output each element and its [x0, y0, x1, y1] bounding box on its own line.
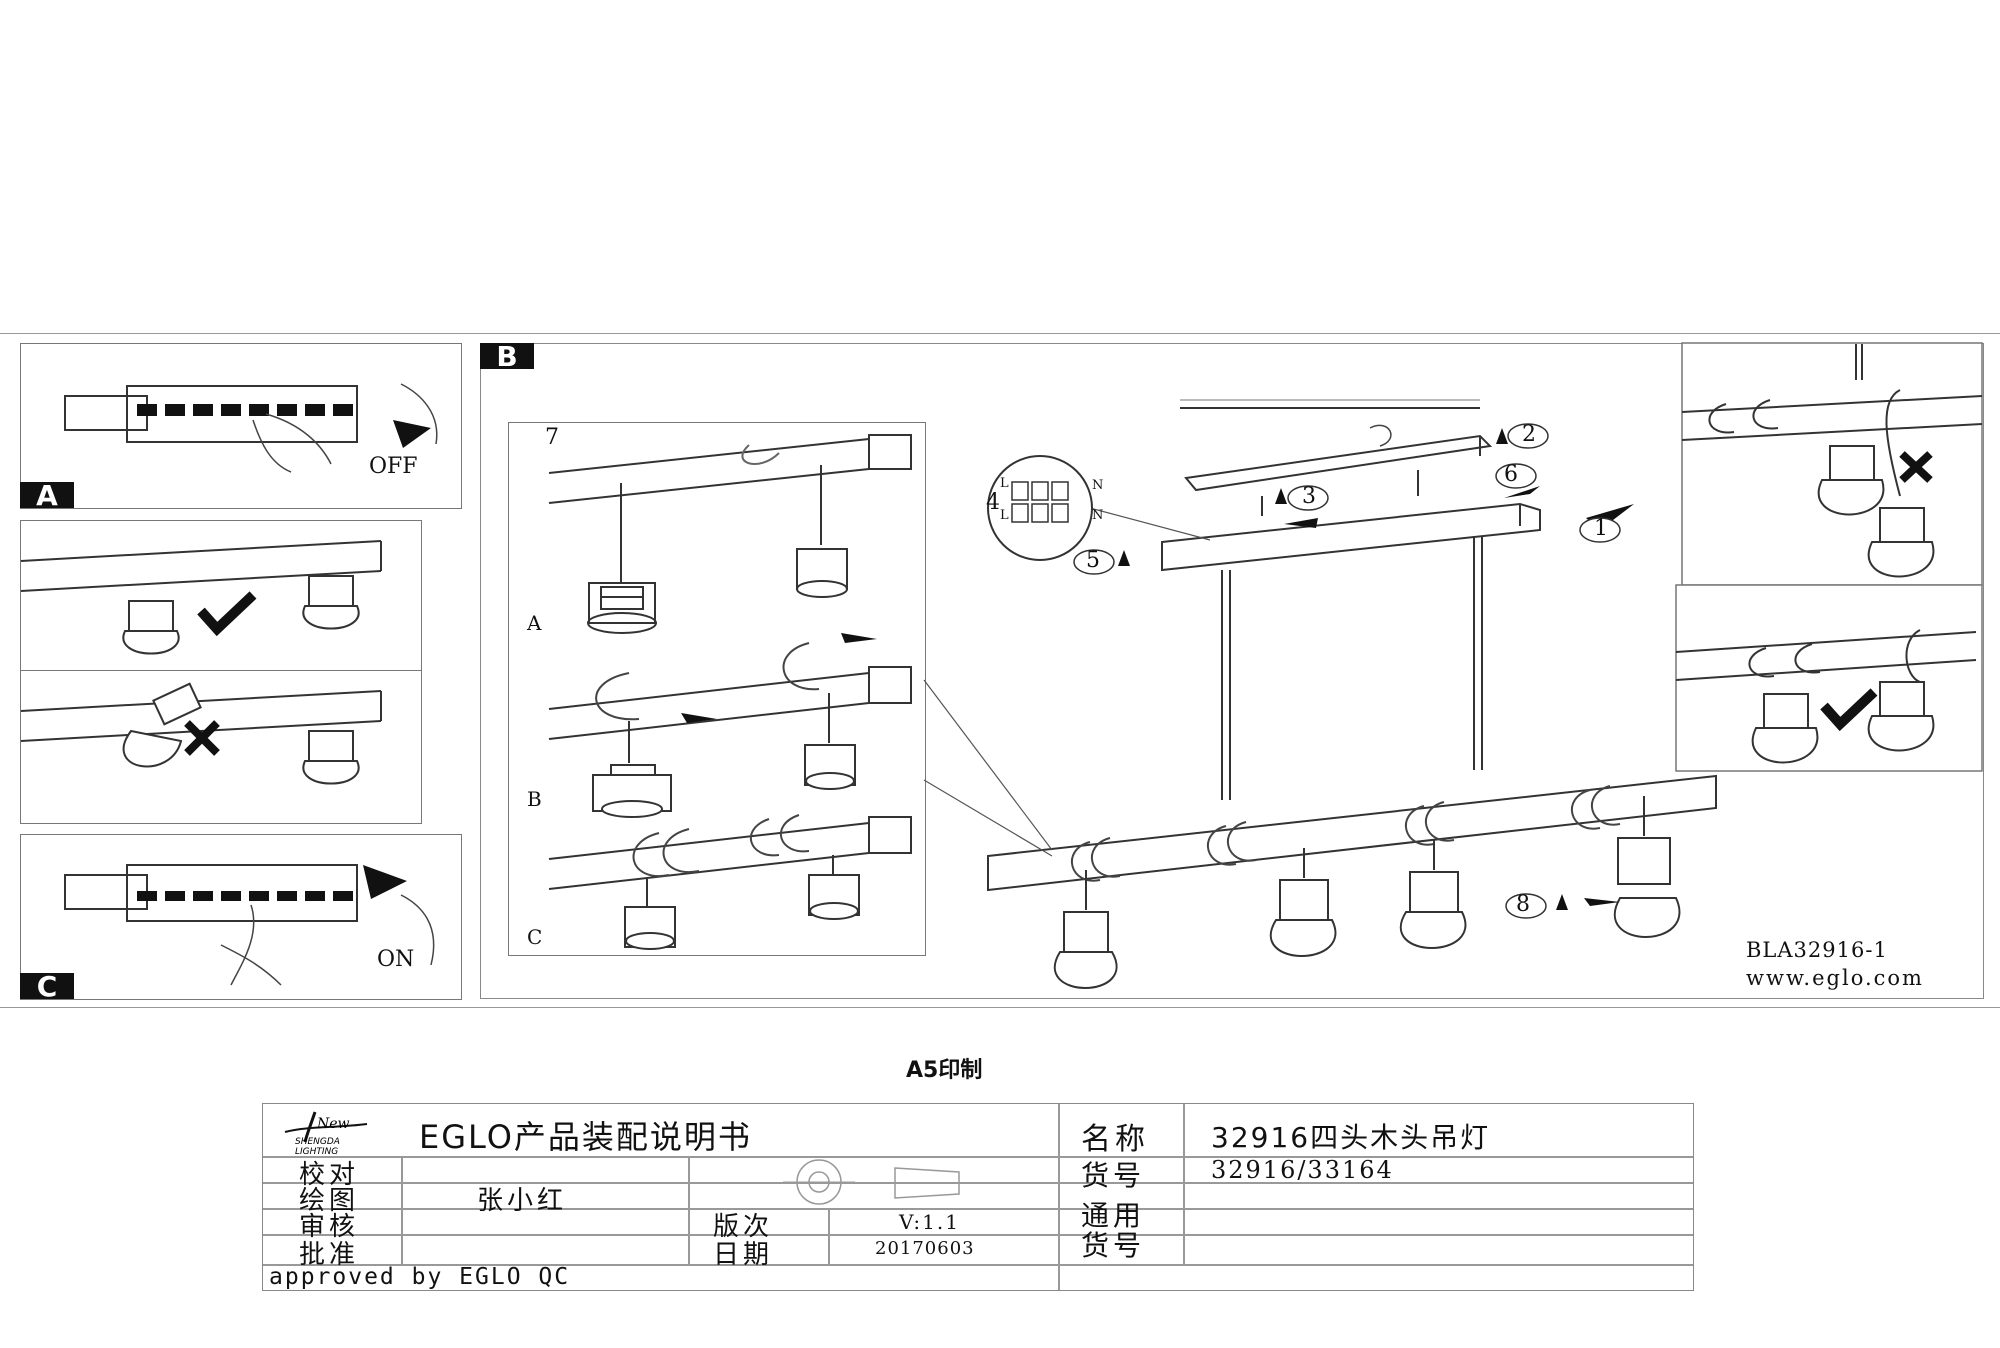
approve-label: 批准	[299, 1240, 360, 1270]
cross-mark-icon	[184, 720, 220, 756]
proofread-label: 校对	[299, 1160, 360, 1190]
detail-label-c: C	[527, 925, 543, 949]
svg-text:SHENGDA: SHENGDA	[295, 1137, 340, 1147]
review-label: 审核	[299, 1212, 360, 1242]
detail-b	[548, 633, 912, 818]
version-label: 版次	[713, 1212, 774, 1242]
arrow-step-3-icon	[1275, 488, 1287, 504]
arrow-step-8-icon	[1556, 894, 1568, 910]
step-2-label: 2	[1522, 422, 1536, 447]
detail-illustrations	[548, 434, 912, 950]
name-label: 名称	[1081, 1122, 1149, 1157]
rotate-arrow-icon	[841, 633, 877, 643]
step-4-label: 4	[986, 490, 1000, 515]
detail-a	[548, 434, 912, 634]
step-6-label: 6	[1504, 462, 1518, 487]
bulb-correct-illustration	[20, 540, 382, 655]
version-value: V:1.1	[899, 1210, 960, 1234]
step-3-label: 3	[1302, 484, 1316, 509]
top-divider	[0, 333, 2000, 334]
date-label: 日期	[713, 1240, 774, 1270]
arrow-step-6-icon	[1504, 486, 1540, 498]
panel-bulb-wrong	[20, 670, 422, 824]
breaker-illustration-on	[64, 864, 435, 986]
general-label-2: 货号	[1081, 1229, 1146, 1262]
tag-b: B	[480, 343, 534, 371]
tag-a: A	[20, 482, 74, 510]
drawer-name: 张小红	[477, 1186, 568, 1216]
drawing-label: 绘图	[299, 1186, 360, 1216]
general-label-1: 通用	[1081, 1199, 1146, 1232]
step-7-label: 7	[545, 425, 559, 450]
code-label: 货号	[1081, 1159, 1146, 1192]
arrow-step-2-icon	[1496, 428, 1508, 444]
rotate-arrow-icon-2	[681, 713, 717, 723]
panel-c-switch-on: ON	[20, 834, 462, 1000]
product-symbol	[783, 1159, 960, 1205]
svg-text:LIGHTING: LIGHTING	[295, 1147, 338, 1157]
shengda-logo: New SHENGDA LIGHTING	[284, 1111, 368, 1157]
panel-right-correct	[1675, 584, 1983, 772]
right-cross-mark-icon	[1899, 451, 1933, 483]
print-size-note: A5印制	[906, 1058, 983, 1083]
title-block: New SHENGDA LIGHTING EGLO产品装配说明书 校对 绘图 张…	[262, 1103, 1694, 1291]
off-label: OFF	[369, 454, 418, 479]
product-name: 32916四头木头吊灯	[1211, 1121, 1491, 1154]
arrow-off-icon	[393, 420, 431, 448]
step-1-label: 1	[1594, 516, 1608, 541]
arrow-step-5-icon	[1118, 550, 1130, 566]
bottom-divider	[0, 1007, 2000, 1008]
panel-a-switch-off: OFF	[20, 343, 462, 509]
approved-by: approved by EGLO QC	[269, 1264, 571, 1290]
arrow-on-icon	[363, 865, 407, 899]
step-8-label: 8	[1516, 892, 1530, 917]
product-code: 32916/33164	[1211, 1156, 1394, 1184]
step-5-label: 5	[1086, 548, 1100, 573]
bulb-wrong-illustration	[20, 682, 382, 785]
detail-panel-step-7: 7 A B C	[508, 422, 926, 956]
breaker-illustration-off	[64, 383, 438, 473]
tag-c: C	[20, 973, 74, 1001]
terminal-l2: L	[1000, 508, 1009, 523]
check-mark-icon	[197, 591, 257, 637]
detail-label-a: A	[527, 611, 542, 635]
date-value: 20170603	[875, 1238, 975, 1259]
website-url: www.eglo.com	[1746, 966, 1924, 990]
terminal-n2: N	[1092, 508, 1104, 523]
svg-text:New: New	[316, 1116, 350, 1132]
panel-bulb-correct	[20, 520, 422, 672]
terminal-l1: L	[1000, 476, 1009, 491]
terminal-n1: N	[1092, 478, 1104, 493]
detail-c	[548, 814, 912, 950]
document-code: BLA32916-1	[1746, 938, 1888, 962]
on-label: ON	[377, 947, 415, 972]
doc-title: EGLO产品装配说明书	[419, 1118, 752, 1156]
detail-label-b: B	[527, 787, 542, 811]
right-check-mark-icon	[1820, 688, 1878, 732]
